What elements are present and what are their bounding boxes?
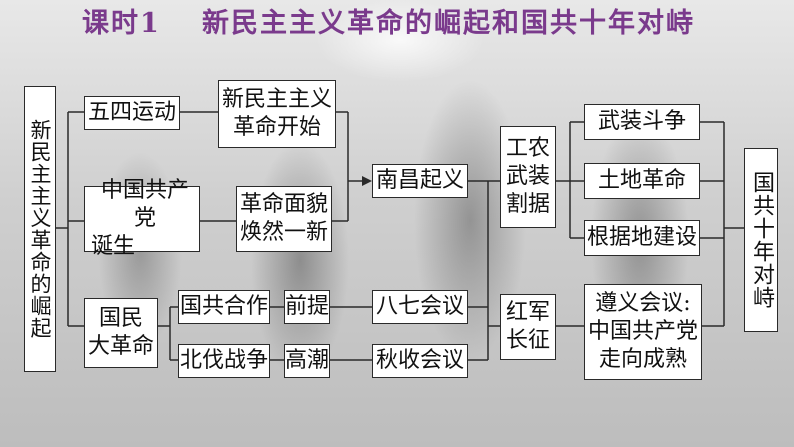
arrow-head — [362, 176, 372, 186]
node-autumn-harvest-meeting: 秋收会议 — [372, 344, 468, 378]
node-worker-peasant-armed-regime: 工农 武装 割据 — [500, 126, 556, 228]
node-new-look: 革命面貌 焕然一新 — [236, 186, 332, 252]
node-land-revolution: 土地革命 — [584, 163, 700, 199]
node-root: 新民主主义革命的崛起 — [24, 86, 56, 372]
node-may4: 五四运动 — [84, 96, 180, 130]
node-kmt-cpc-cooperation: 国共合作 — [178, 290, 270, 324]
lesson-topic: 新民主主义革命的崛起和国共十年对峙 — [202, 8, 695, 39]
node-kmt-cpc-confrontation: 国共十年对峙 — [744, 148, 778, 332]
node-premise: 前提 — [284, 290, 330, 324]
node-base-building: 根据地建设 — [584, 220, 700, 256]
node-nanchang-uprising: 南昌起义 — [372, 164, 468, 198]
node-august7-meeting: 八七会议 — [372, 290, 468, 324]
node-armed-struggle: 武装斗争 — [584, 104, 700, 140]
node-new-democratic-start: 新民主主义 革命开始 — [218, 80, 336, 148]
lesson-label: 课时1 — [82, 8, 161, 39]
node-zunyi-conference: 遵义会议: 中国共产党 走向成熟 — [584, 284, 702, 380]
node-national-revolution: 国民 大革命 — [84, 298, 158, 368]
node-cpc-birth: 中国共产党 诞生 — [84, 178, 200, 259]
node-climax: 高潮 — [284, 344, 330, 378]
page-title: 课时1 新民主主义革命的崛起和国共十年对峙 — [0, 4, 794, 44]
node-long-march: 红军 长征 — [500, 294, 556, 360]
node-northern-expedition: 北伐战争 — [178, 344, 270, 378]
